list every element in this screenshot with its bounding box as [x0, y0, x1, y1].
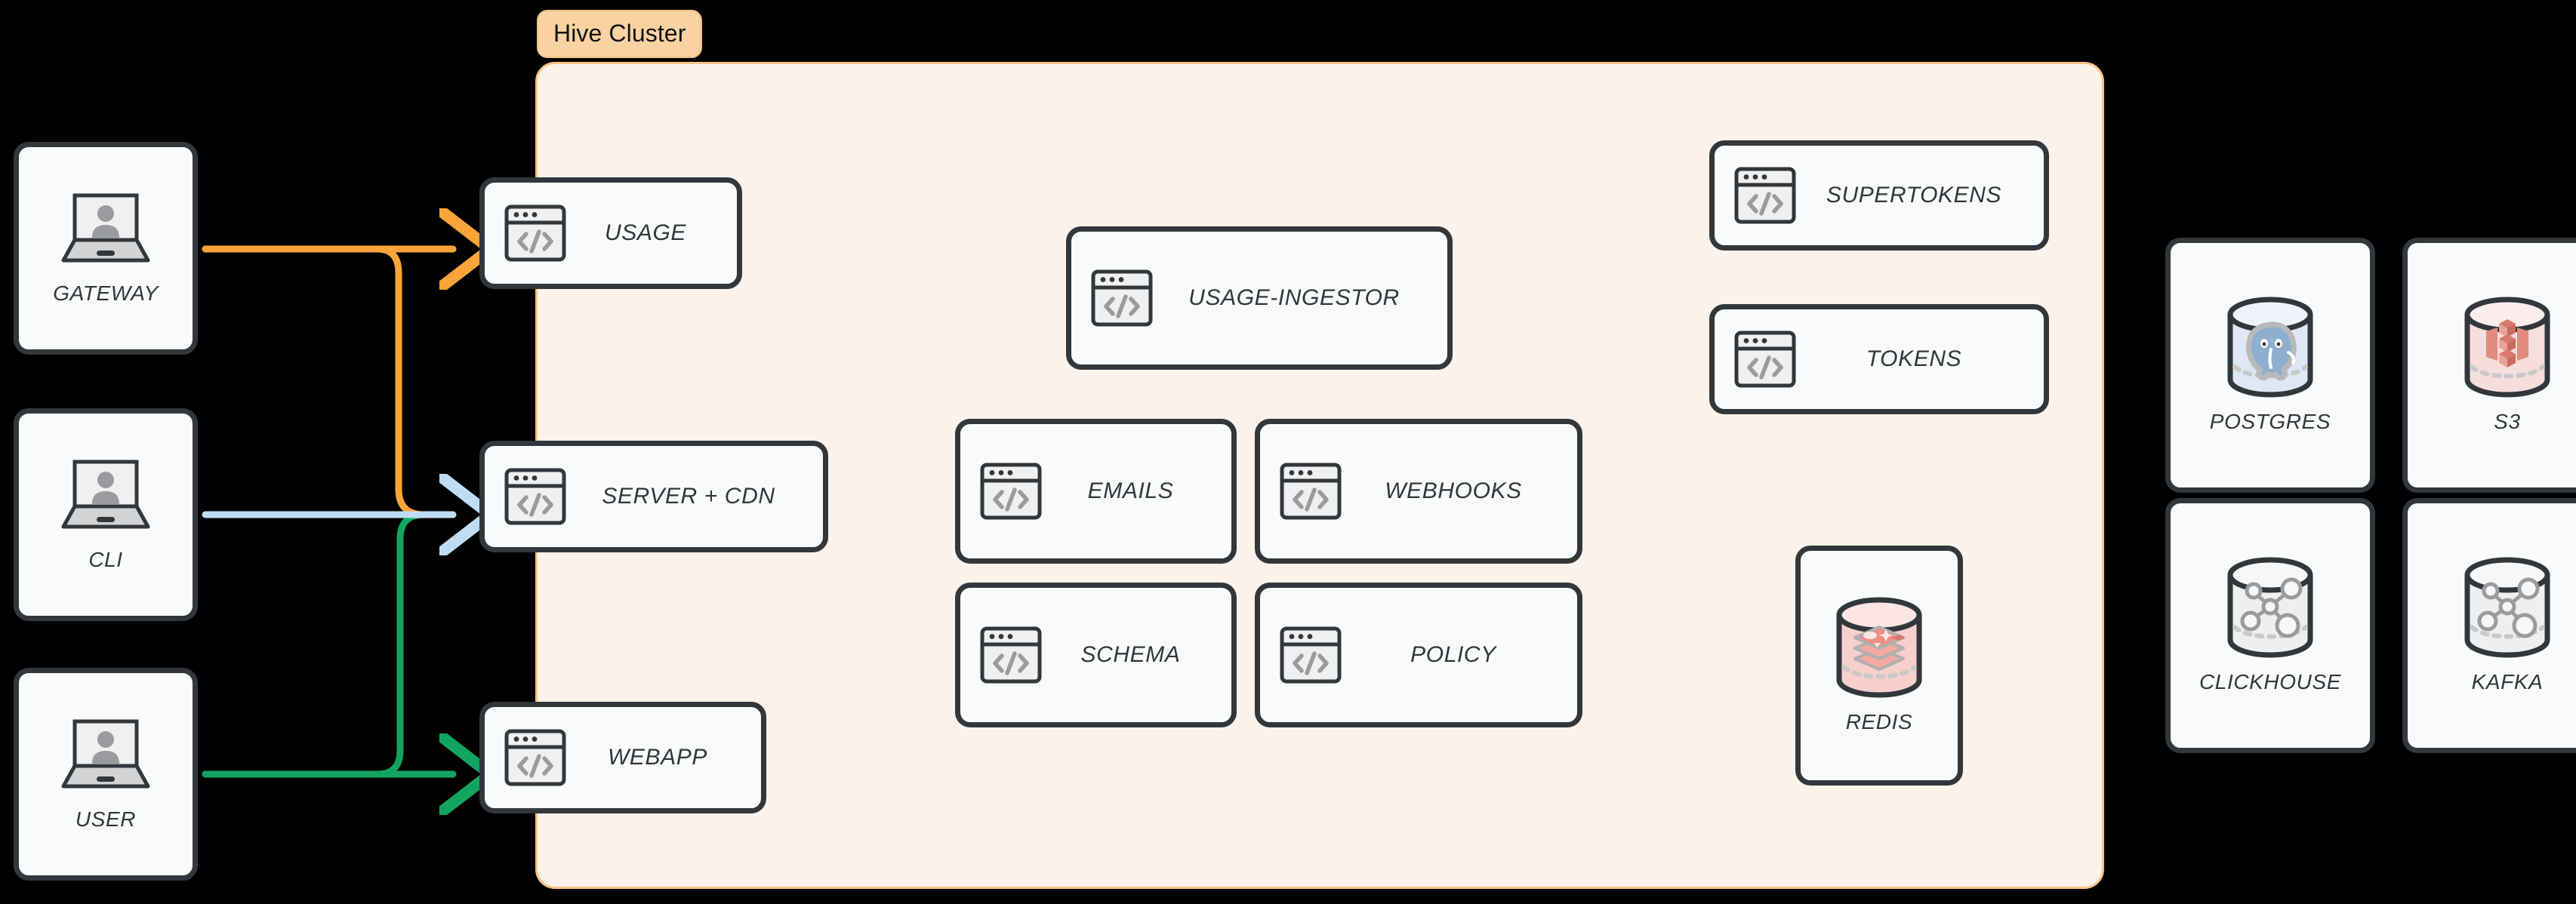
datastore-label-clickhouse: CLICKHOUSE [2199, 670, 2342, 693]
code-window-icon [504, 204, 566, 262]
code-window-icon [1734, 167, 1796, 224]
service-card-webapp[interactable]: WEBAPP [479, 702, 766, 813]
service-label-usage: USAGE [604, 220, 687, 245]
client-label-gateway: GATEWAY [53, 281, 159, 305]
laptop-user-icon [54, 457, 157, 536]
code-window-icon [1734, 331, 1796, 388]
service-card-emails[interactable]: EMAILS [955, 419, 1237, 564]
service-card-server-cdn[interactable]: SERVER + CDN [479, 441, 828, 552]
hive-cluster-label: Hive Cluster [537, 10, 703, 58]
service-label-webapp: WEBAPP [608, 745, 707, 770]
service-card-usage[interactable]: USAGE [479, 177, 742, 289]
datastore-label-s3: S3 [2494, 410, 2521, 433]
service-label-tokens: TOKENS [1866, 346, 1962, 371]
client-card-user[interactable]: USER [14, 668, 198, 881]
datastore-card-postgres[interactable]: POSTGRES [2165, 238, 2375, 493]
generic-database-icon [2454, 557, 2561, 658]
service-label-emails: EMAILS [1087, 478, 1174, 503]
service-label-usage-ingestor: USAGE-INGESTOR [1188, 285, 1400, 310]
service-card-webhooks[interactable]: WEBHOOKS [1255, 419, 1582, 564]
code-window-icon [1280, 626, 1342, 684]
datastore-card-clickhouse[interactable]: CLICKHOUSE [2165, 498, 2375, 753]
postgres-database-icon [2217, 297, 2324, 398]
s3-database-icon [2454, 297, 2561, 398]
code-window-icon [980, 626, 1042, 684]
service-card-usage-ingestor[interactable]: USAGE-INGESTOR [1066, 226, 1453, 370]
datastore-label-postgres: POSTGRES [2209, 410, 2331, 433]
service-label-policy: POLICY [1410, 642, 1496, 667]
code-window-icon [1280, 463, 1342, 520]
service-card-tokens[interactable]: TOKENS [1709, 304, 2049, 414]
code-window-icon [504, 729, 566, 786]
datastore-card-kafka[interactable]: KAFKA [2402, 498, 2576, 753]
wire-user-to-server-cdn [202, 511, 454, 778]
redis-database-icon [1826, 597, 1933, 698]
datastore-card-redis[interactable]: REDIS [1795, 546, 1963, 786]
datastore-card-s3[interactable]: S3 [2402, 238, 2576, 493]
client-label-cli: CLI [88, 548, 123, 571]
client-card-cli[interactable]: CLI [14, 408, 198, 621]
service-label-supertokens: SUPERTOKENS [1826, 183, 2002, 208]
datastore-label-redis: REDIS [1845, 710, 1913, 733]
code-window-icon [1091, 269, 1153, 327]
service-card-schema[interactable]: SCHEMA [955, 583, 1237, 727]
wire-gateway-to-server-cdn [202, 245, 454, 518]
code-window-icon [980, 463, 1042, 520]
client-card-gateway[interactable]: GATEWAY [14, 142, 198, 355]
service-label-schema: SCHEMA [1080, 642, 1181, 667]
laptop-user-icon [54, 191, 157, 269]
generic-database-icon [2217, 557, 2324, 658]
laptop-user-icon [54, 717, 157, 795]
service-card-policy[interactable]: POLICY [1255, 583, 1582, 727]
service-label-server-cdn: SERVER + CDN [602, 484, 775, 509]
service-label-webhooks: WEBHOOKS [1385, 478, 1522, 503]
datastore-label-kafka: KAFKA [2471, 670, 2544, 693]
code-window-icon [504, 468, 566, 525]
service-card-supertokens[interactable]: SUPERTOKENS [1709, 140, 2049, 251]
client-label-user: USER [75, 807, 137, 831]
